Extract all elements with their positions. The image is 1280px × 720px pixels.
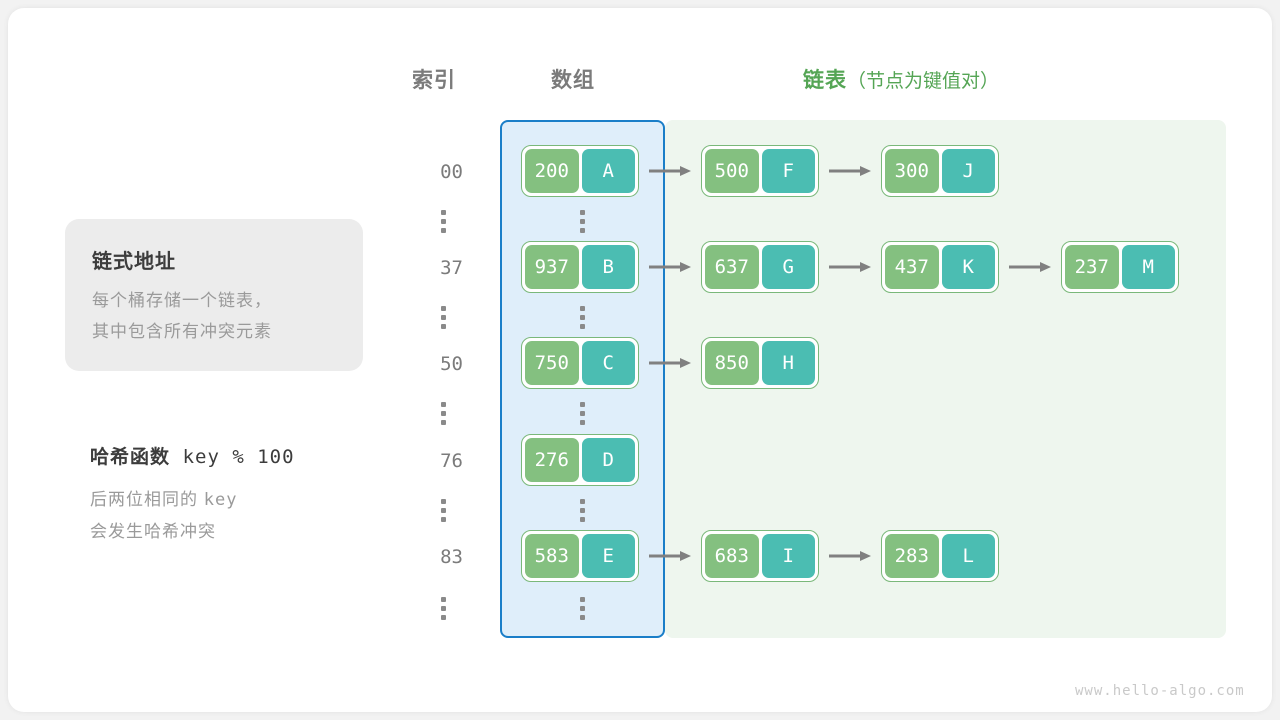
index-label: 50 [440, 353, 463, 375]
node-value: M [1121, 245, 1175, 289]
hash-function-body: 后两位相同的 key 会发生哈希冲突 [90, 484, 237, 547]
node-value: I [761, 534, 815, 578]
node-value: B [581, 245, 635, 289]
node-value: J [941, 149, 995, 193]
node-key: 937 [525, 245, 579, 289]
chain-arrow [649, 164, 691, 178]
watermark: www.hello-algo.com [1075, 683, 1245, 699]
hash-function-line-1-text: 后两位相同的 [90, 490, 198, 509]
chain-arrow [649, 356, 691, 370]
hash-function-line-1-mono: key [203, 490, 238, 510]
column-header-array: 数组 [551, 69, 595, 92]
node-value: K [941, 245, 995, 289]
array-ellipsis [577, 210, 587, 233]
chain-arrow [1009, 260, 1051, 274]
index-ellipsis [438, 499, 448, 522]
node-key: 300 [885, 149, 939, 193]
diagram-card: 索引 数组 链表（节点为键值对） 链式地址 每个桶存储一个链表， 其中包含所有冲… [8, 8, 1272, 712]
chain-arrow [829, 164, 871, 178]
node-key: 237 [1065, 245, 1119, 289]
node-key: 637 [705, 245, 759, 289]
node-value: L [941, 534, 995, 578]
node-key: 200 [525, 149, 579, 193]
index-label: 76 [440, 450, 463, 472]
chain-arrow [829, 260, 871, 274]
node-key: 276 [525, 438, 579, 482]
column-header-linked-list-main: 链表 [803, 69, 847, 92]
array-ellipsis [577, 306, 587, 329]
node-value: E [581, 534, 635, 578]
node-key: 500 [705, 149, 759, 193]
info-card-title: 链式地址 [92, 251, 176, 273]
node-key: 283 [885, 534, 939, 578]
chain-arrow [649, 549, 691, 563]
hash-function-label: 哈希函数 [90, 447, 171, 468]
column-header-index: 索引 [412, 69, 456, 92]
node-value: D [581, 438, 635, 482]
column-header-linked-list-sub: （节点为键值对） [847, 71, 1000, 92]
info-card-line-2: 其中包含所有冲突元素 [92, 322, 272, 341]
info-card-body: 每个桶存储一个链表， 其中包含所有冲突元素 [92, 285, 272, 347]
array-ellipsis [577, 499, 587, 522]
array-ellipsis [577, 597, 587, 620]
node-value: G [761, 245, 815, 289]
hash-function-title: 哈希函数 key % 100 [90, 442, 295, 469]
node-key: 583 [525, 534, 579, 578]
chain-arrow [829, 549, 871, 563]
info-card-line-1: 每个桶存储一个链表， [92, 291, 272, 310]
index-ellipsis [438, 597, 448, 620]
index-ellipsis [438, 402, 448, 425]
array-ellipsis [577, 402, 587, 425]
node-key: 850 [705, 341, 759, 385]
node-value: A [581, 149, 635, 193]
hash-function-line-2: 会发生哈希冲突 [90, 522, 216, 541]
node-key: 437 [885, 245, 939, 289]
node-value: F [761, 149, 815, 193]
column-header-linked-list: 链表（节点为键值对） [803, 64, 999, 94]
index-label: 37 [440, 257, 463, 279]
node-key: 683 [705, 534, 759, 578]
index-label: 83 [440, 546, 463, 568]
chain-arrow [649, 260, 691, 274]
node-value: H [761, 341, 815, 385]
index-label: 00 [440, 161, 463, 183]
node-value: C [581, 341, 635, 385]
info-card: 链式地址 每个桶存储一个链表， 其中包含所有冲突元素 [65, 219, 363, 371]
hash-function-expression: key % 100 [182, 446, 295, 468]
hash-function-line-1: 后两位相同的 key [90, 484, 237, 516]
node-key: 750 [525, 341, 579, 385]
index-ellipsis [438, 306, 448, 329]
index-ellipsis [438, 210, 448, 233]
